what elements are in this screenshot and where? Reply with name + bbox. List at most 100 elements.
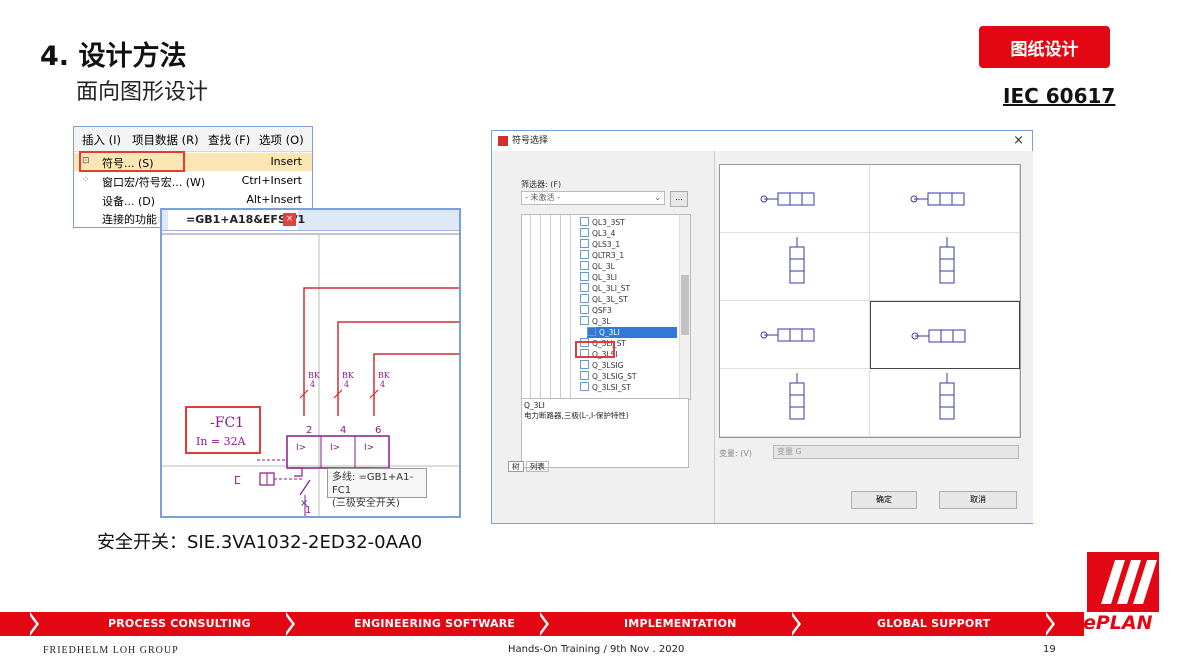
nav-implementation[interactable]: IMPLEMENTATION [624,617,737,630]
slide-title: 4. 设计方法 [40,41,187,72]
symbol-icon [580,250,589,259]
symbol-icon [587,327,596,336]
symbol-tree-item[interactable]: QL3_4 [580,228,615,239]
nav-process-consulting[interactable]: PROCESS CONSULTING [108,617,251,630]
symbol-icon [580,228,589,237]
symbol-variant-preview[interactable] [720,233,870,301]
symbol-icon [580,382,589,391]
symbol-tree-item[interactable]: QL_3L [580,261,615,272]
menu-insert[interactable]: 插入 (I) [82,133,122,147]
svg-text:I>: I> [330,443,340,453]
symbol-description: Q_3LI 电力断路器,三极(L-,I-保护特性) [521,398,689,468]
menu-project-data[interactable]: 项目数据 (R) [132,133,199,147]
training-label: Hands-On Training / 9th Nov . 2020 [508,644,685,655]
pin-number: 6 [375,425,381,436]
symbol-variant-preview[interactable] [720,301,870,369]
symbol-tree-item[interactable]: Q_3L [580,316,611,327]
menu-item-device[interactable]: 设备... (D) Alt+Insert [102,193,302,208]
filter-browse-button[interactable]: ... [670,191,688,207]
nav-global-support[interactable]: GLOBAL SUPPORT [877,617,991,630]
dialog-titlebar: 符号选择 × [492,131,1032,151]
schematic-drawing: BK BK BK 4 4 4 2 4 6 I> I> I> ⵎ × 1 [162,233,459,516]
wire-label-4: 4 [310,380,315,389]
symbol-variant-preview[interactable] [870,369,1020,437]
eplan-logo-text: ePLAN [1083,612,1153,634]
standard-label: IEC 60617 [1003,84,1116,108]
symbol-variant-preview[interactable] [870,233,1020,301]
menu-options[interactable]: 选项 (O) [259,133,304,147]
close-icon[interactable]: × [283,213,296,226]
tab-list[interactable]: 列表 [525,461,549,472]
symbol-tree-item[interactable]: Q_3LSIG [580,360,623,371]
topic-badge: 图纸设计 [979,26,1110,68]
footer-nav-bar: PROCESS CONSULTING ENGINEERING SOFTWARE … [0,612,1084,636]
pin-number: 4 [340,425,346,436]
symbol-preview-grid [719,164,1021,438]
schematic-tab[interactable]: =GB1+A18&EFS1/1 [168,210,305,230]
symbol-tree-item[interactable]: QL_3LI [580,272,617,283]
menu-find[interactable]: 查找 (F) [208,133,251,147]
tree-scrollbar[interactable] [679,215,690,399]
svg-text:I>: I> [296,443,306,453]
schematic-window: =GB1+A18&EFS1/1 × BK BK BK 4 4 4 2 4 6 I… [160,208,461,518]
schematic-tab-bar: =GB1+A18&EFS1/1 × [162,210,459,231]
company-name: FRIEDHELM LOH GROUP [43,645,179,656]
wire-label-6: 4 [380,380,385,389]
ok-button[interactable]: 确定 [851,491,917,509]
symbol-variant-preview[interactable] [720,369,870,437]
chevron-down-icon: ⌄ [654,193,661,202]
dialog-preview-pane: 变量: (V) 变量 G 确定 取消 [714,151,1033,523]
symbol-icon: ⊡ [82,156,90,166]
macro-icon: ⁘ [82,175,90,185]
menu-item-connected-function[interactable]: 连接的功能 [102,213,157,226]
symbol-tree-item[interactable]: QL_3L_ST [580,294,628,305]
page-number: 19 [1043,644,1056,655]
symbol-icon [580,283,589,292]
filter-label: 筛选器: (F) [521,180,562,189]
wire-label-3: BK [378,371,391,380]
cancel-button[interactable]: 取消 [939,491,1017,509]
pin-number: 1 [305,505,311,516]
wire-label-1: BK [308,371,321,380]
close-icon[interactable]: × [1013,133,1024,148]
symbol-icon [580,316,589,325]
wire-label-2: BK [342,371,355,380]
symbol-variant-preview[interactable] [870,301,1020,369]
device-tag: -FC1 [210,415,245,431]
symbol-icon [580,371,589,380]
symbol-tree-item[interactable]: QL3_3ST [580,217,625,228]
symbol-icon [580,294,589,303]
svg-text:I>: I> [364,443,374,453]
symbol-tree-item[interactable]: Q_3LI [587,327,677,338]
device-caption: 安全开关：SIE.3VA1032-2ED32-0AA0 [97,532,423,553]
svg-text:ⵎ: ⵎ [234,474,241,487]
symbol-tree-item[interactable]: QLS3_1 [580,239,620,250]
svg-text:×: × [300,498,308,509]
view-tabs: 树 列表 [508,461,549,472]
symbol-tree-item[interactable]: Q_3LSI_ST [580,382,631,393]
device-rating: In = 32A [196,435,246,448]
highlight-box [575,341,615,358]
tab-tree[interactable]: 树 [508,461,524,472]
symbol-variant-preview[interactable] [720,165,870,233]
nav-engineering-software[interactable]: ENGINEERING SOFTWARE [354,617,516,630]
symbol-icon [580,261,589,270]
symbol-tree-item[interactable]: Q_3LSIG_ST [580,371,636,382]
filter-select[interactable]: - 未激活 - ⌄ [521,191,665,205]
symbol-icon [580,305,589,314]
symbol-tree-item[interactable]: QL_3LI_ST [580,283,630,294]
menu-item-macro[interactable]: ⁘ 窗口宏/符号宏... (W) Ctrl+Insert [82,174,302,189]
wire-label-5: 4 [344,380,349,389]
menu-bar: 插入 (I) 项目数据 (R) 查找 (F) 选项 (O) [74,127,312,152]
device-tag-box [185,406,261,454]
symbol-icon [580,239,589,248]
variant-select[interactable]: 变量 G [773,445,1019,459]
symbol-variant-preview[interactable] [870,165,1020,233]
menu-item-symbol[interactable]: ⊡ 符号... (S) Insert [74,153,312,171]
symbol-tree-item[interactable]: QLTR3_1 [580,250,624,261]
symbol-tree-item[interactable]: QSF3 [580,305,612,316]
insert-menu-screenshot: 插入 (I) 项目数据 (R) 查找 (F) 选项 (O) ⊡ 符号... (S… [73,126,313,228]
pin-number: 2 [306,425,312,436]
